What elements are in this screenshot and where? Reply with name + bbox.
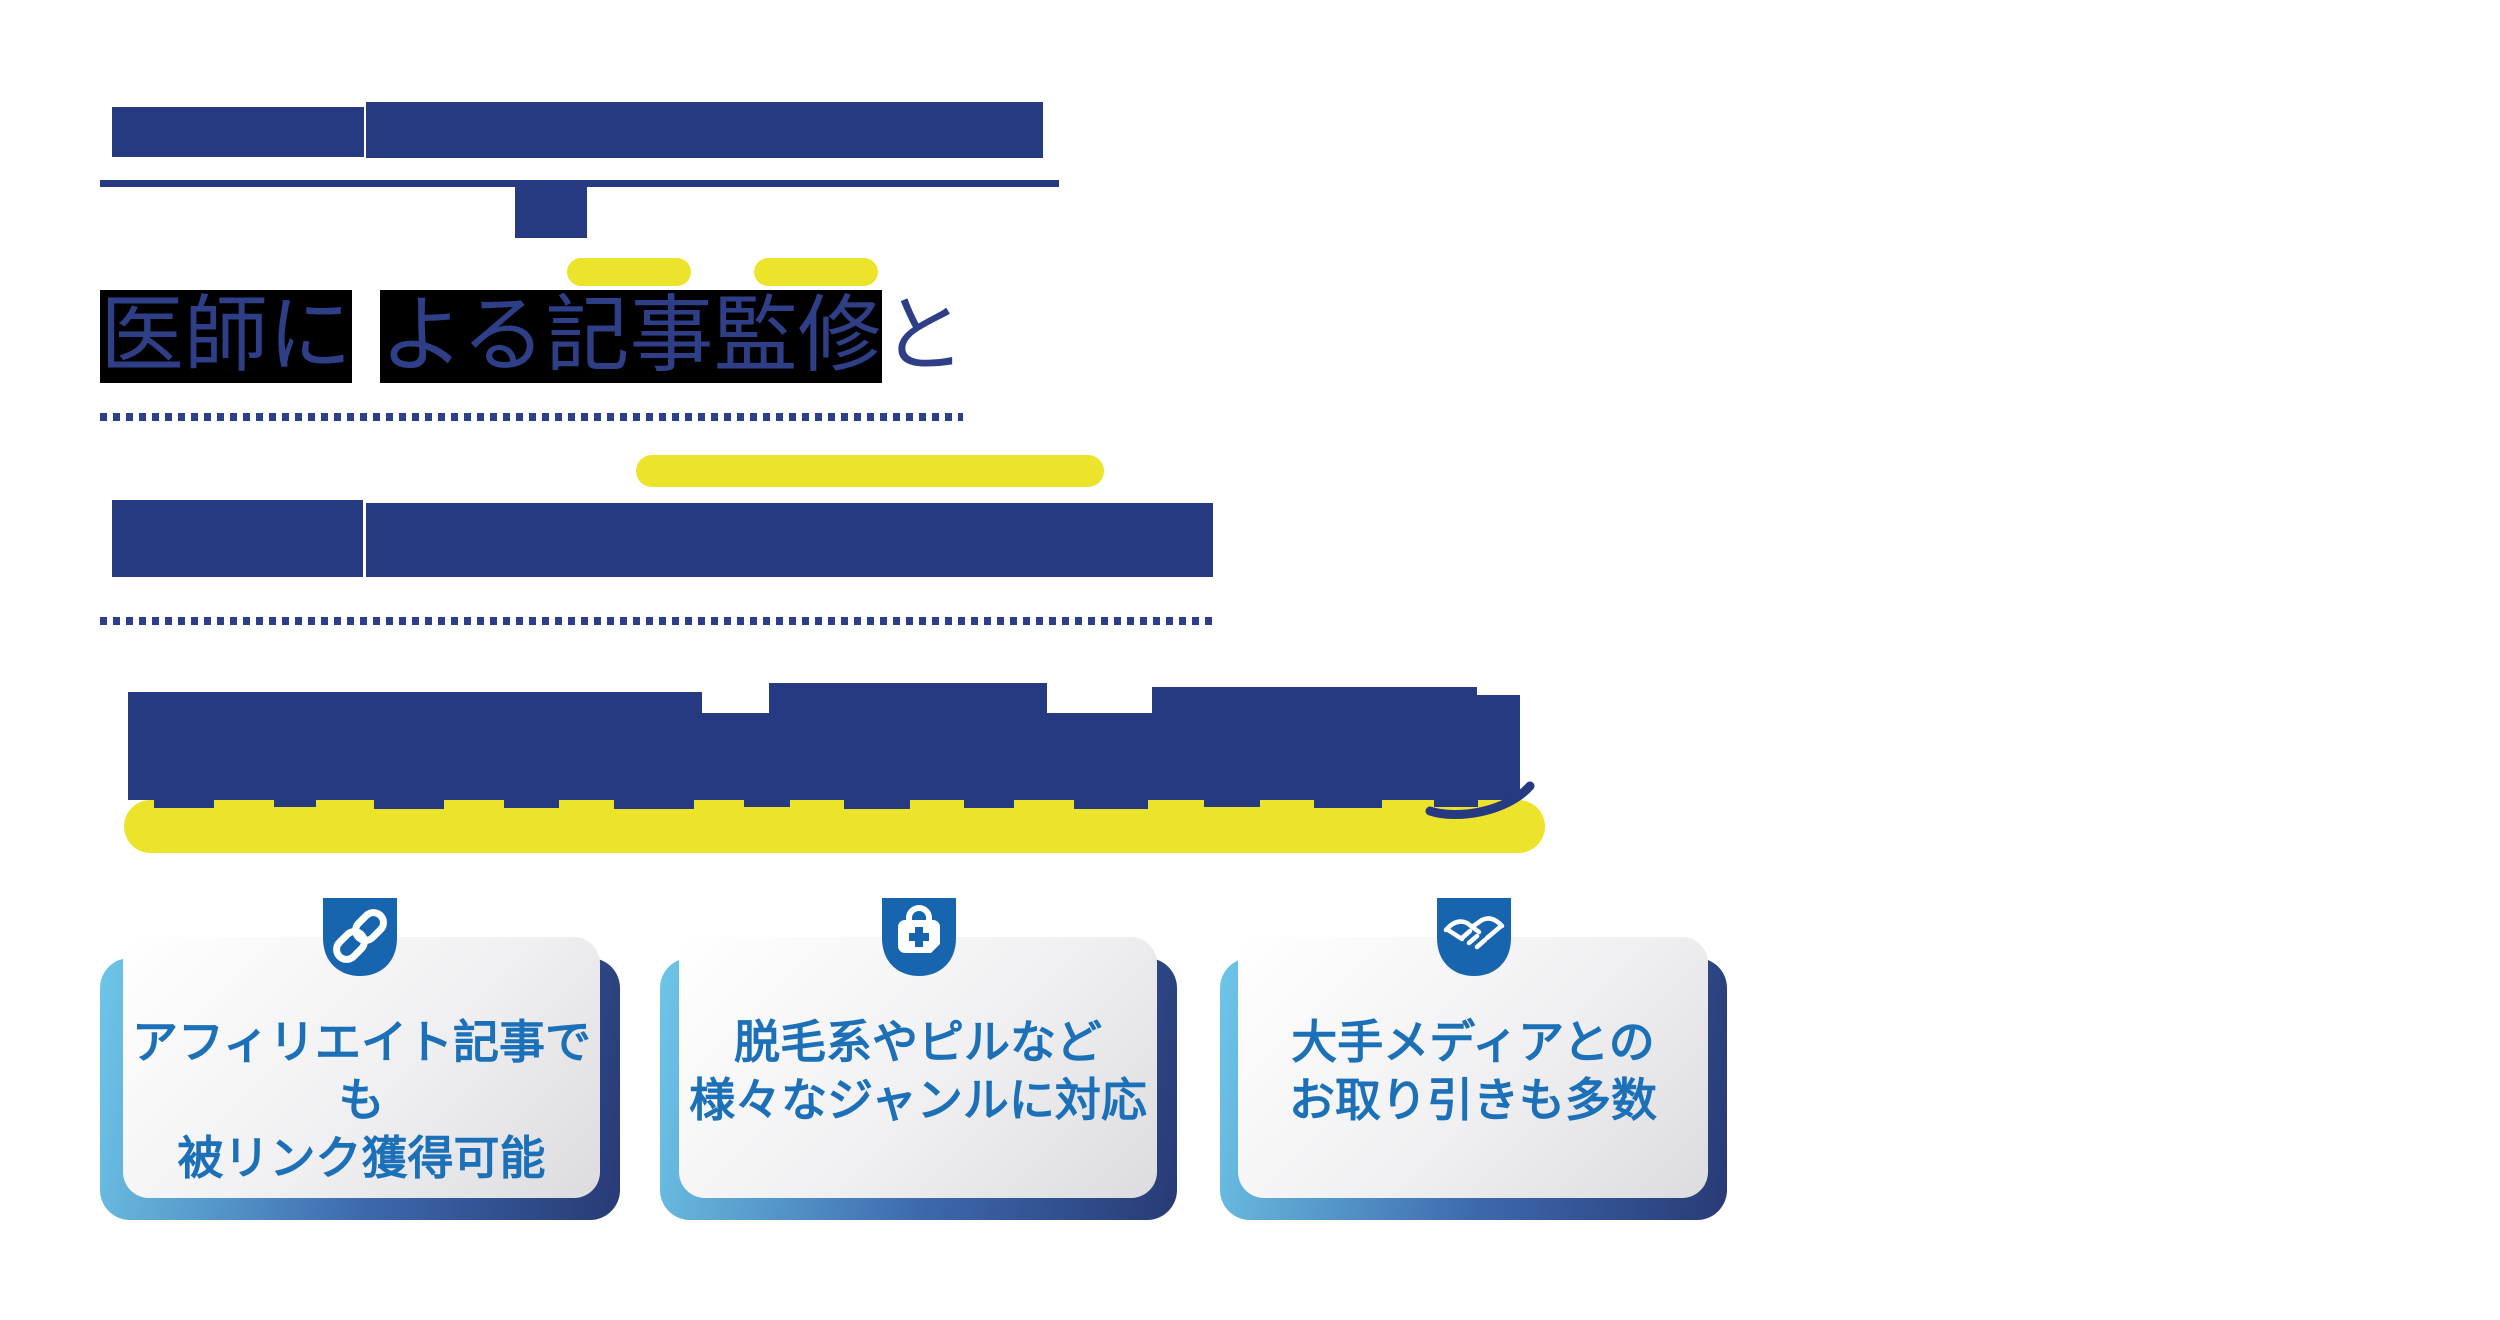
card-text: 脱毛系やピルなど 様々なジャンルに対応 xyxy=(679,1013,1157,1129)
feature-card-media: 大手メディアとの お取り引きも多数 xyxy=(1220,898,1727,1220)
card-line: 脱毛系やピルなど xyxy=(734,1016,1102,1068)
yellow-accent-pill xyxy=(567,258,691,286)
dotted-divider xyxy=(100,413,963,421)
shield-badge xyxy=(323,898,397,976)
card-line: お取り引きも多数 xyxy=(1289,1074,1657,1126)
shield-badge xyxy=(1436,898,1511,976)
feature-card-backlinks: アフィリエイト記事でも 被リンク獲得可能 xyxy=(100,898,620,1220)
headline-underline-rule xyxy=(100,180,1059,187)
card-text: アフィリエイト記事でも 被リンク獲得可能 xyxy=(123,1013,600,1187)
garbled-headline-block xyxy=(1477,695,1520,713)
card-line: アフィリエイト記事でも xyxy=(131,1016,592,1126)
headline-segment-highlighted: 医師に xyxy=(100,290,353,383)
glyph-tail-stroke xyxy=(1425,781,1535,820)
handshake-icon xyxy=(1443,916,1504,950)
yellow-accent-pill xyxy=(754,258,878,286)
card-face: アフィリエイト記事でも 被リンク獲得可能 xyxy=(123,937,600,1198)
redacted-headline-block-left xyxy=(112,500,363,577)
supervision-headline: 医師による記事監修と xyxy=(100,290,966,383)
card-text: 大手メディアとの お取り引きも多数 xyxy=(1238,1013,1708,1129)
shield-badge xyxy=(881,898,956,976)
redacted-headline-block-right xyxy=(366,102,1043,158)
card-line: 様々なジャンルに対応 xyxy=(689,1074,1147,1126)
redacted-headline-block-left xyxy=(112,107,364,157)
redacted-glyph-square xyxy=(515,187,587,238)
card-face: 大手メディアとの お取り引きも多数 xyxy=(1238,937,1708,1198)
dotted-divider xyxy=(100,617,1213,625)
garbled-headline-block xyxy=(769,683,1047,713)
first-aid-kit-icon xyxy=(897,905,940,953)
headline-segment-plain: と xyxy=(881,290,966,383)
headline-segment-highlighted: よる記事監修 xyxy=(380,290,882,383)
garbled-headline-block xyxy=(128,692,702,713)
feature-card-genres: 脱毛系やピルなど 様々なジャンルに対応 xyxy=(660,898,1177,1220)
redacted-headline-block-right xyxy=(366,503,1213,577)
chain-link-icon xyxy=(333,909,387,963)
yellow-marker-swash xyxy=(124,796,1545,853)
card-line: 大手メディアとの xyxy=(1291,1016,1655,1068)
card-line: 被リンク獲得可能 xyxy=(177,1132,546,1184)
garbled-headline-block xyxy=(1152,687,1477,713)
yellow-accent-bar xyxy=(636,455,1104,487)
garbled-headline-block xyxy=(128,713,1520,800)
card-face: 脱毛系やピルなど 様々なジャンルに対応 xyxy=(679,937,1157,1198)
